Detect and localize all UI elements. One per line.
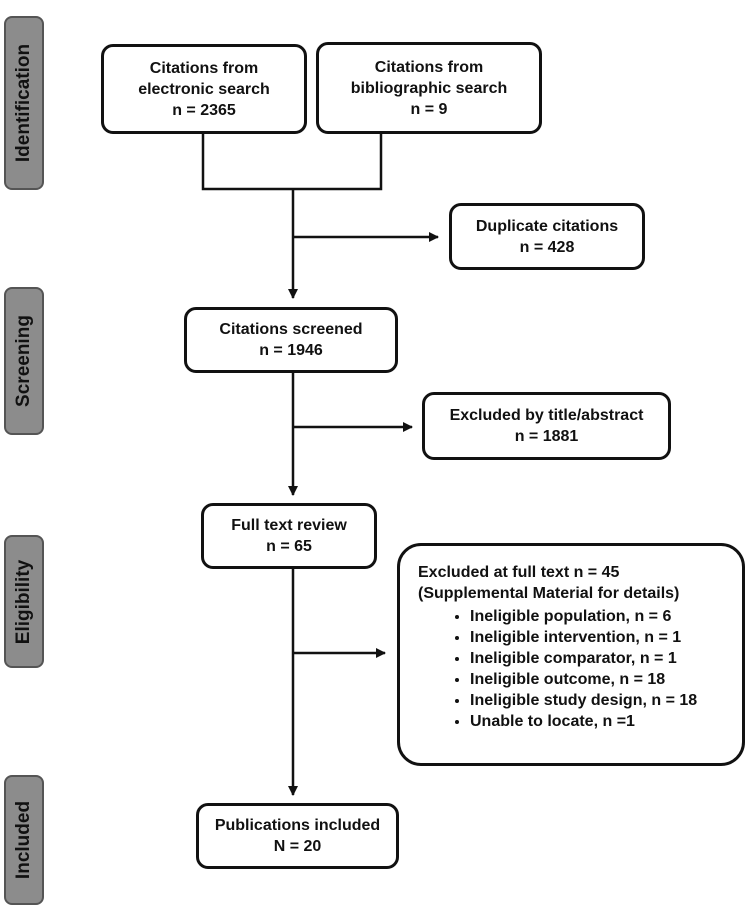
excluded-full-text-box: Excluded at full text n = 45 (Supplement… <box>397 543 745 766</box>
exclusion-reason: Ineligible study design, n = 18 <box>470 690 697 711</box>
citations-screened-box: Citations screened n = 1946 <box>184 307 398 373</box>
full-text-review-box: Full text review n = 65 <box>201 503 377 569</box>
stage-screening: Screening <box>4 287 44 435</box>
exclusion-reasons-list: Ineligible population, n = 6 Ineligible … <box>418 606 697 732</box>
source-join-line <box>201 133 383 191</box>
duplicate-citations-box: Duplicate citations n = 428 <box>449 203 645 270</box>
exclusion-reason: Ineligible intervention, n = 1 <box>470 627 697 648</box>
stage-identification: Identification <box>4 16 44 190</box>
exclusion-reason: Ineligible comparator, n = 1 <box>470 648 697 669</box>
exclusion-reason: Unable to locate, n =1 <box>470 711 697 732</box>
excluded-title-abstract-box: Excluded by title/abstract n = 1881 <box>422 392 671 460</box>
publications-included-box: Publications included N = 20 <box>196 803 399 869</box>
exclusion-reason: Ineligible outcome, n = 18 <box>470 669 697 690</box>
stage-included: Included <box>4 775 44 905</box>
electronic-search-box: Citations from electronic search n = 236… <box>101 44 307 134</box>
bibliographic-search-box: Citations from bibliographic search n = … <box>316 42 542 134</box>
stage-eligibility: Eligibility <box>4 535 44 668</box>
exclusion-reason: Ineligible population, n = 6 <box>470 606 697 627</box>
